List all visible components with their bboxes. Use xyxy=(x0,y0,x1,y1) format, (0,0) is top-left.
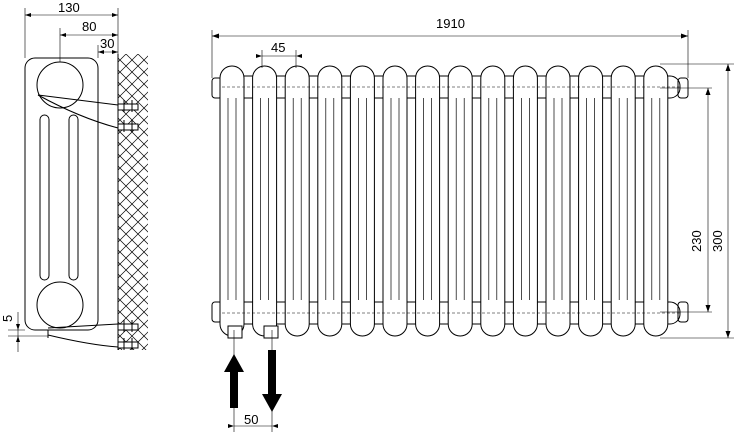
radiator-section xyxy=(219,65,245,337)
top-header-circle xyxy=(36,61,84,109)
top-bracket-bolt-1 xyxy=(117,103,139,111)
dim-side-wall: 30 xyxy=(100,36,114,51)
dim-front-pitch: 45 xyxy=(271,40,285,55)
radiator-section xyxy=(643,65,669,337)
radiator-side-body xyxy=(24,57,99,331)
top-bracket-bolt-2 xyxy=(117,123,139,131)
dim-side-total: 130 xyxy=(58,0,80,15)
radiator-section xyxy=(284,65,310,337)
radiator-section xyxy=(545,65,571,337)
dim-side-gap: 5 xyxy=(0,315,15,322)
radiator-section xyxy=(415,65,441,337)
radiator-section xyxy=(610,65,636,337)
radiator-section xyxy=(382,65,408,337)
arrow-up-icon xyxy=(224,354,244,408)
outlet-valve xyxy=(263,325,279,339)
wall-hatching xyxy=(118,54,148,350)
dim-pipe-spacing: 50 xyxy=(244,412,258,427)
dim-front-inner-height: 230 xyxy=(689,230,704,252)
bottom-header-circle xyxy=(36,281,84,329)
radiator-section xyxy=(252,65,278,337)
bottom-bracket-arm xyxy=(47,323,119,329)
side-channel-left xyxy=(39,114,50,281)
radiator-section xyxy=(447,65,473,337)
dim-front-length: 1910 xyxy=(436,16,465,31)
bottom-bracket-curve xyxy=(47,334,119,348)
radiator-section xyxy=(512,65,538,337)
side-view xyxy=(8,8,148,352)
side-dim-ticks xyxy=(16,13,118,342)
bottom-bracket-bolt-2 xyxy=(117,341,139,349)
radiator-section xyxy=(480,65,506,337)
top-bracket-curve xyxy=(37,94,119,129)
arrow-down-icon xyxy=(262,350,282,412)
front-dim-lines xyxy=(211,30,734,432)
top-bracket-arm xyxy=(37,94,119,106)
bottom-bracket-bolt-1 xyxy=(117,323,139,331)
front-view xyxy=(211,65,689,339)
dim-front-total-height: 300 xyxy=(710,230,725,252)
radiator-section xyxy=(578,65,604,337)
inlet-valve xyxy=(227,325,243,339)
dim-side-mid: 80 xyxy=(82,19,96,34)
radiator-section xyxy=(349,65,375,337)
radiator-section xyxy=(317,65,343,337)
side-channel-right xyxy=(68,114,79,281)
